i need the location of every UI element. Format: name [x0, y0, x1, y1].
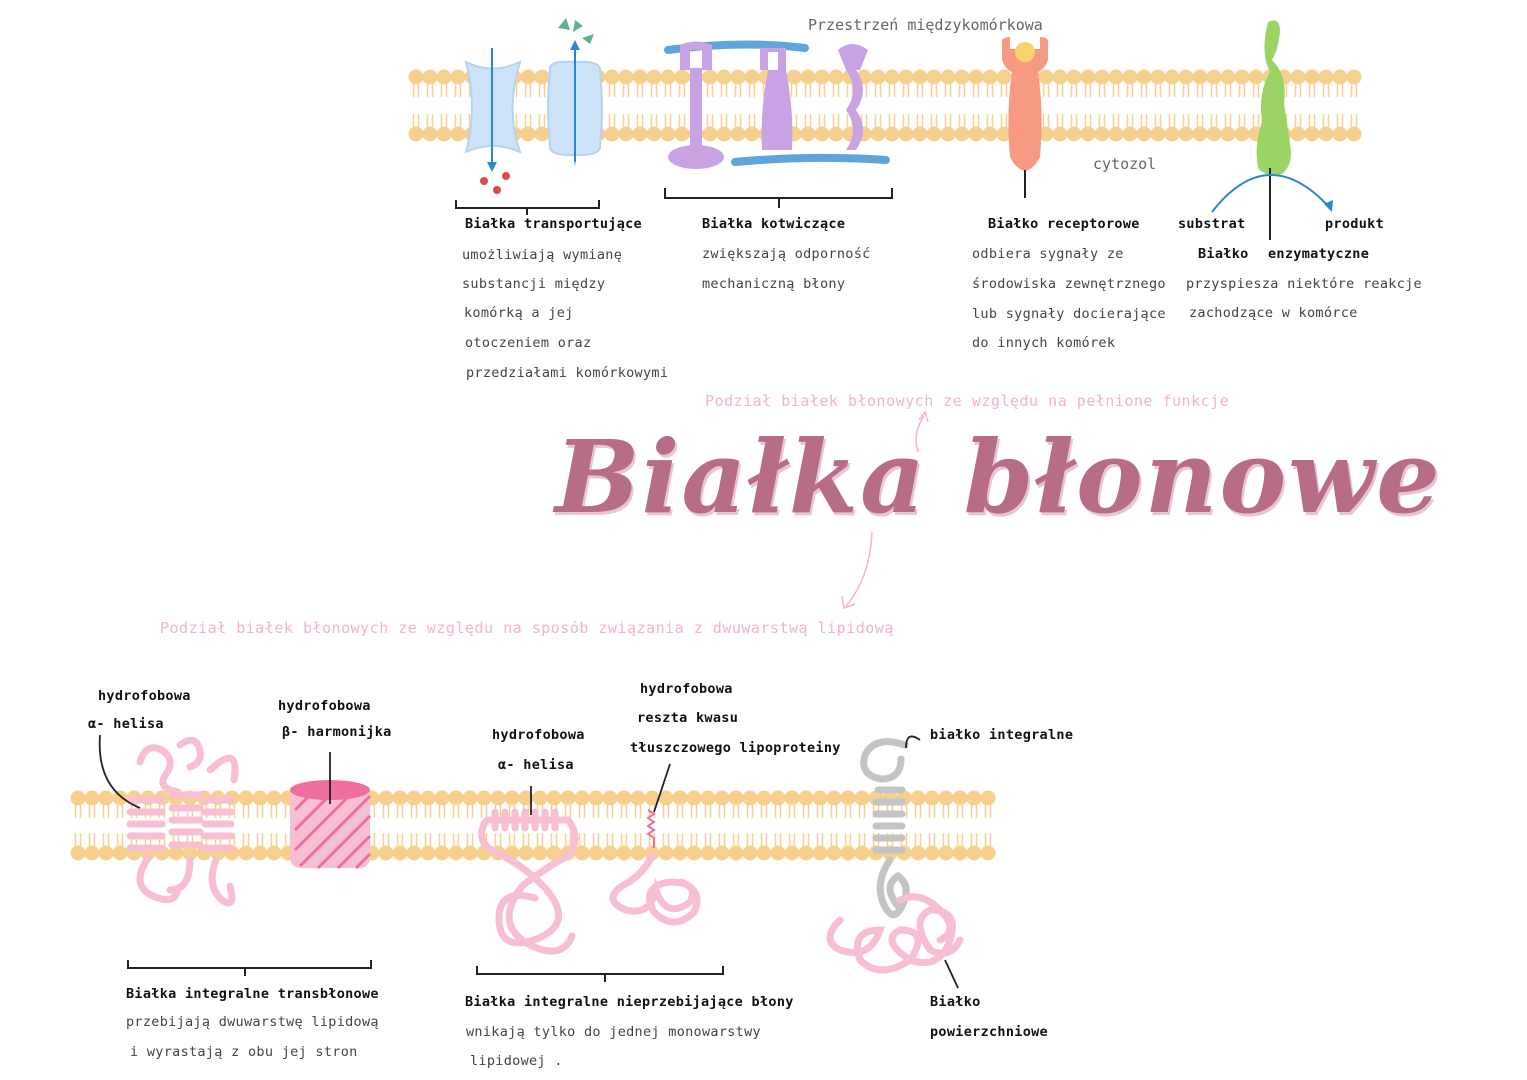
receptor-line: lub sygnały docierające	[972, 306, 1166, 322]
fatty-label: reszta kwasu	[637, 710, 738, 726]
bracket-transmembrane	[128, 960, 371, 976]
classification-binding-label: Podział białek błonowych ze względu na s…	[160, 619, 894, 637]
integral-label: białko integralne	[930, 727, 1073, 743]
alpha2-label: hydrofobowa	[492, 727, 585, 743]
alpha-label: α- helisa	[88, 716, 164, 732]
integral-grey-protein	[864, 742, 906, 915]
receptor-protein	[1002, 37, 1049, 198]
anchor-line: zwiększają odporność	[702, 246, 871, 262]
bracket-nonpenetrating	[477, 966, 723, 982]
bracket-anchor	[665, 188, 892, 208]
transmembrane-line: przebijają dwuwarstwę lipidową	[126, 1014, 379, 1030]
nonpenetrating-line: wnikają tylko do jednej monowarstwy	[466, 1024, 761, 1040]
arrow-to-binding	[842, 532, 872, 608]
receptor-line: do innych komórek	[972, 335, 1115, 351]
beta-label: β- harmonijka	[282, 724, 392, 740]
surface-label: powierzchniowe	[930, 1024, 1048, 1040]
anchor-proteins	[668, 42, 886, 170]
transport-line: substancji między	[462, 276, 605, 292]
enzyme-heading-a: Białko	[1198, 246, 1249, 262]
surface-label: Białko	[930, 994, 981, 1010]
receptor-line: środowiska zewnętrznego	[972, 276, 1166, 292]
enzyme-line: zachodzące w komórce	[1189, 305, 1358, 321]
page-title: Białka błonowe	[555, 418, 1442, 536]
enzyme-line: przyspiesza niektóre reakcje	[1186, 276, 1422, 292]
transmembrane-heading: Białka integralne transbłonowe	[126, 986, 379, 1002]
classification-functions-label: Podział białek błonowych ze względu na p…	[705, 392, 1229, 410]
enzyme-heading-b: enzymatyczne	[1268, 246, 1369, 262]
receptor-line: odbiera sygnały ze	[972, 246, 1124, 262]
transport-line: umożliwiają wymianę	[462, 247, 622, 263]
pointer-surface	[945, 960, 958, 988]
substrate-label: substrat	[1178, 216, 1245, 232]
alpha-helix-protein	[130, 740, 235, 903]
transport-line: otoczeniem oraz	[465, 335, 591, 351]
transport-heading: Białka transportujące	[465, 216, 642, 232]
transport-line: przedziałami komórkowymi	[466, 365, 668, 381]
cytosol-label: cytozol	[1093, 155, 1156, 173]
anchor-heading: Białka kotwiczące	[702, 216, 845, 232]
bracket-transport	[456, 200, 599, 215]
alpha2-label: α- helisa	[498, 757, 574, 773]
channel-protein-1	[466, 48, 520, 194]
beta-label: hydrofobowa	[278, 698, 371, 714]
transmembrane-line: i wyrastają z obu jej stron	[130, 1044, 358, 1060]
transport-line: komórką a jej	[464, 305, 574, 321]
receptor-heading: Białko receptorowe	[988, 216, 1140, 232]
fatty-label: hydrofobowa	[640, 681, 733, 697]
nonpenetrating-heading: Białka integralne nieprzebijające błony	[465, 994, 794, 1010]
anchor-line: mechaniczną błony	[702, 276, 845, 292]
alpha-label: hydrofobowa	[98, 688, 191, 704]
product-label: produkt	[1325, 216, 1384, 232]
nonpenetrating-protein	[482, 812, 575, 951]
nonpenetrating-line: lipidowej .	[470, 1053, 563, 1069]
fatty-label: tłuszczowego lipoproteiny	[630, 740, 841, 756]
lipoprotein	[613, 856, 697, 922]
channel-protein-2	[548, 18, 602, 165]
space-label: Przestrzeń międzykomórkowa	[808, 16, 1043, 34]
